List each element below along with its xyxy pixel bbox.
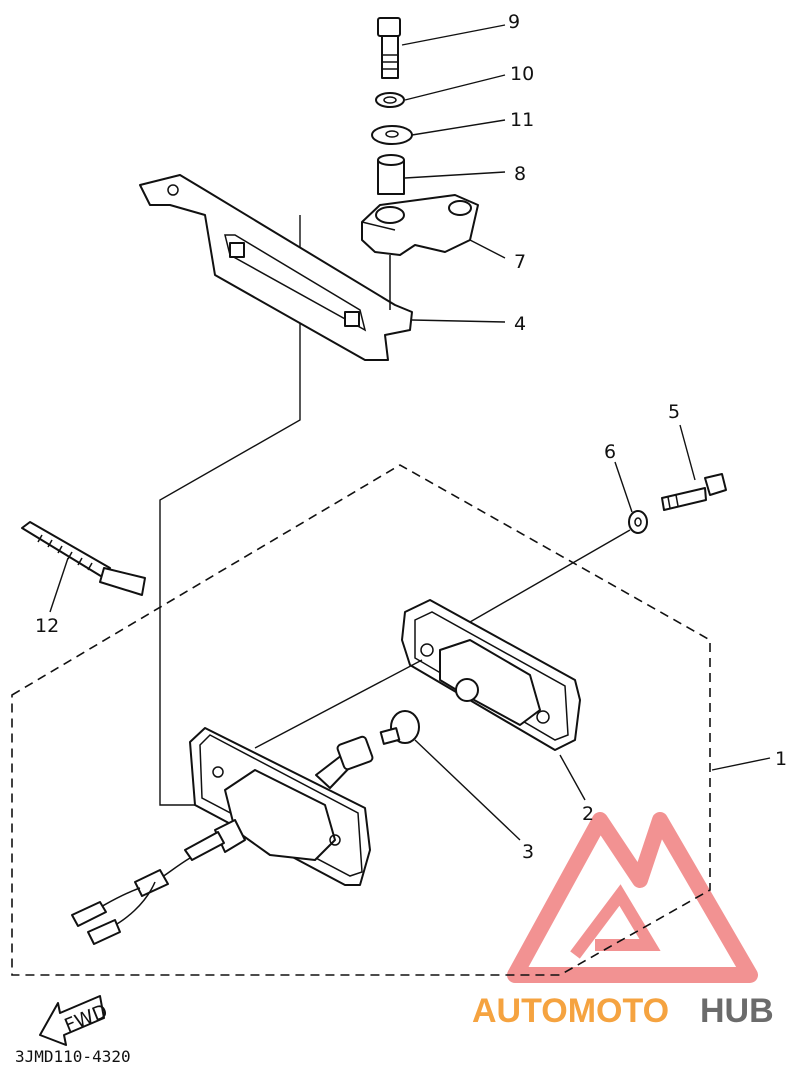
leader-6 (614, 461, 633, 513)
callout-12: 12 (35, 615, 59, 637)
cable-tie-part-12 (21, 521, 146, 596)
leader-5 (679, 424, 696, 481)
assembly-outline (11, 464, 711, 976)
fwd-arrow: FWD (39, 995, 111, 1046)
assembly-line-6-to-2 (469, 529, 631, 623)
callout-4: 4 (514, 313, 526, 335)
callout-7: 7 (514, 251, 526, 273)
callout-5: 5 (668, 401, 680, 423)
leader-11 (411, 119, 506, 136)
leader-7 (469, 239, 506, 259)
watermark-triangle-inner (570, 884, 661, 959)
assembly-line-2-to-lamp (254, 659, 423, 749)
callout-9: 9 (508, 11, 520, 33)
lamp-housing (71, 727, 374, 945)
callout-1: 1 (775, 748, 787, 770)
leader-1 (711, 757, 771, 771)
lock-washer-part-10 (375, 92, 405, 108)
callout-2: 2 (582, 803, 594, 825)
watermark-logo (507, 812, 758, 983)
lens-part-2 (401, 599, 581, 751)
leader-12 (49, 557, 69, 613)
bracket-part-4 (139, 174, 413, 361)
bulb-part-3 (379, 710, 420, 745)
leader-10 (404, 74, 506, 101)
callout-8: 8 (514, 163, 526, 185)
leader-8 (404, 171, 506, 179)
diagram-code: 3JMD110-4320 (15, 1047, 131, 1066)
washer-part-6 (628, 510, 648, 534)
leader-3 (414, 739, 521, 841)
leader-2 (559, 754, 586, 801)
stay-part-7 (361, 194, 479, 256)
watermark-text-part2: HUB (700, 992, 774, 1030)
callout-3: 3 (522, 841, 534, 863)
watermark-triangle-outer (507, 812, 758, 983)
watermark-text: AUTOMOTO HUB (472, 992, 774, 1030)
bracket-leader (159, 215, 301, 806)
watermark-text-part1: AUTOMOTO (472, 992, 669, 1030)
leader-4 (411, 319, 506, 323)
callout-10: 10 (510, 63, 534, 85)
callout-6: 6 (604, 441, 616, 463)
bolt-part-9 (377, 17, 401, 79)
washer-part-11 (371, 125, 413, 145)
collar-part-8 (377, 154, 405, 195)
leader-9 (401, 24, 506, 46)
bolt-part-5 (661, 473, 727, 511)
callout-11: 11 (510, 109, 534, 131)
